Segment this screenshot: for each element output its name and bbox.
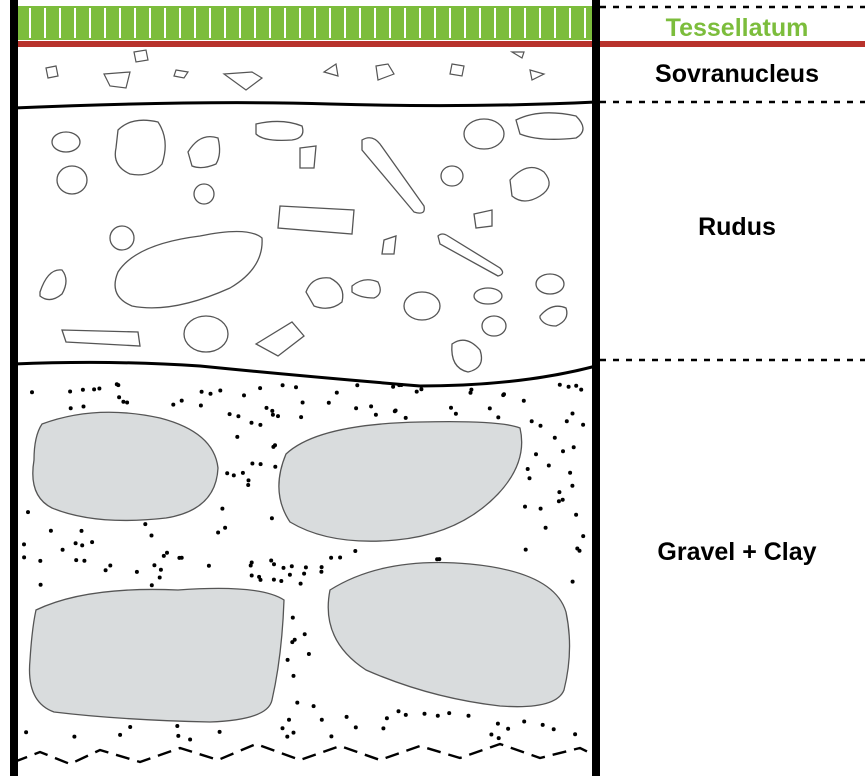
rudus-aggregate [40,113,583,372]
rudus-label: Rudus [698,213,776,241]
rudus-gravel-boundary [14,362,596,386]
gravel-stone [328,562,569,706]
gravel-stone [279,422,522,542]
tessellatum-layer [14,6,596,40]
sovranucleus-fragments [46,50,544,90]
gravel-stone [30,588,285,722]
sovranucleus-label: Sovranucleus [655,60,819,88]
tessellatum-label: Tessellatum [666,14,809,42]
sovranucleus-rudus-boundary [14,102,596,108]
gravel-stone [33,412,218,520]
tile-band [14,6,596,40]
gravel-clay-label: Gravel + Clay [657,538,816,566]
indefinite-bottom-edge [14,744,596,764]
